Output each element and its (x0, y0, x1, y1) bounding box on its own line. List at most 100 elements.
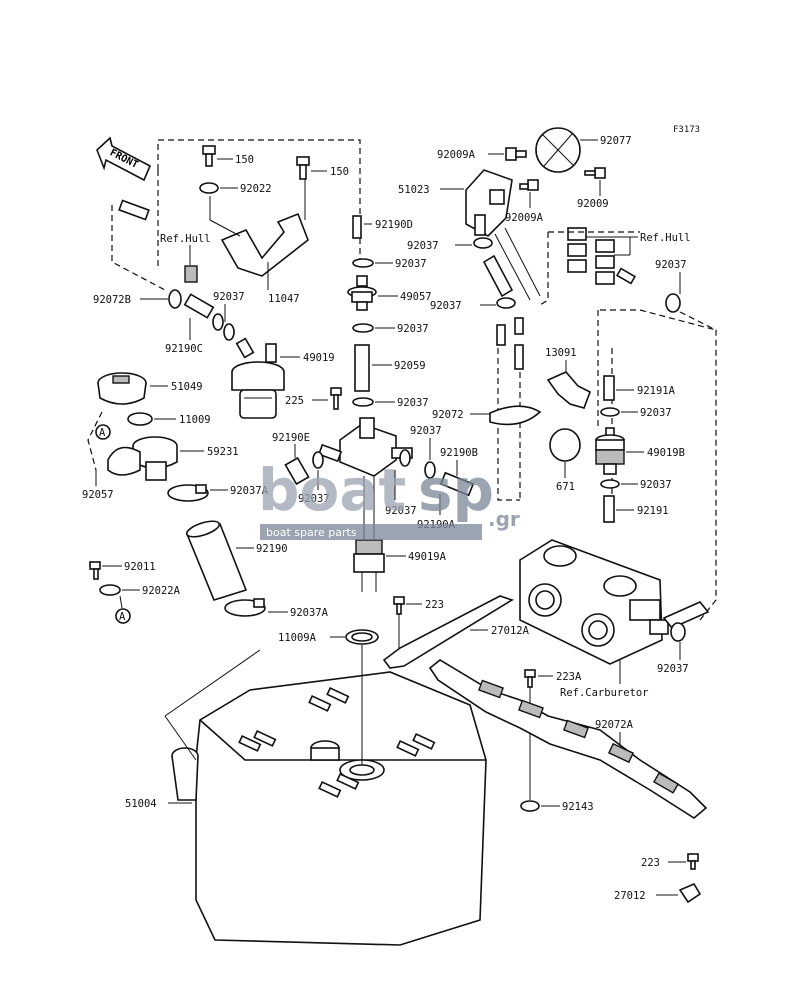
clamp-92037-m6 (424, 461, 436, 479)
label-92037-left: 92037 (213, 291, 245, 303)
bracket-11047 (220, 212, 309, 277)
hose-92190E (284, 456, 310, 486)
fuel-pump-51023 (465, 169, 513, 237)
label-223: 223 (425, 599, 444, 611)
label-671: 671 (556, 481, 575, 493)
label-92072B: 92072B (93, 294, 131, 306)
bracket-13091 (546, 371, 592, 409)
label-92037-m3: 92037 (397, 397, 429, 409)
label-92037-r5: 92037 (640, 479, 672, 491)
label-92011: 92011 (124, 561, 156, 573)
svg-text:A: A (119, 611, 126, 623)
hose-92190B (439, 471, 475, 497)
label-27012A: 27012A (491, 625, 530, 637)
hose-stub-top-left (118, 199, 150, 221)
label-92077: 92077 (600, 135, 632, 147)
label-49057: 49057 (400, 291, 432, 303)
seal-11009 (127, 412, 153, 426)
label-49019A: 49019A (408, 551, 447, 563)
label-92037-r1: 92037 (407, 240, 439, 252)
label-92190B: 92190B (440, 447, 478, 459)
washer-92143 (520, 800, 540, 812)
band-92072 (489, 405, 542, 426)
clamp-92037-m1 (352, 258, 374, 268)
label-11009A: 11009A (278, 632, 317, 644)
label-51004: 51004 (125, 798, 157, 810)
label-150-b: 150 (330, 166, 349, 178)
protector-92072A (428, 659, 708, 819)
label-27012: 27012 (614, 890, 646, 902)
label-92190E: 92190E (272, 432, 310, 444)
screw-225 (330, 387, 342, 410)
watermark-brand2: sp (418, 456, 494, 524)
fuel-filter-49019 (231, 337, 285, 419)
label-92072A: 92072A (595, 719, 634, 731)
label-92037-r4: 92037 (640, 407, 672, 419)
screw-223A (524, 669, 536, 688)
carburetor-assembly (519, 539, 669, 665)
clamp-92037-m2 (352, 323, 374, 333)
label-92037-r2: 92037 (430, 300, 462, 312)
hose-92059 (354, 344, 370, 392)
ref-carburetor: Ref.Carburetor (560, 687, 649, 699)
clamp-92037-r3 (665, 293, 681, 313)
label-92191: 92191 (637, 505, 669, 517)
label-51023: 51023 (398, 184, 430, 196)
label-92037A-1: 92037A (230, 485, 269, 497)
hose-92191A (603, 375, 615, 401)
dashed-frame-top (157, 139, 361, 260)
label-13091: 13091 (545, 347, 577, 359)
label-92022A: 92022A (142, 585, 181, 597)
watermark-tagline: boat spare parts (266, 526, 357, 539)
label-51049: 51049 (171, 381, 203, 393)
check-valve-49057 (347, 275, 377, 311)
clip-27012 (678, 882, 702, 904)
ref-marker-a-bottom (115, 608, 131, 624)
label-92190: 92190 (256, 543, 288, 555)
bolt-92009A-lower (519, 179, 539, 191)
label-92190C: 92190C (165, 343, 203, 355)
clamp-92072B (168, 289, 182, 309)
label-223-b: 223 (641, 857, 660, 869)
svg-text:A: A (99, 427, 106, 439)
washer-92022 (199, 182, 219, 194)
hose-92190D (352, 215, 362, 239)
screw-92011 (89, 561, 101, 580)
label-92037-m6: 92037 (410, 425, 442, 437)
clamp-92037-m3 (352, 397, 374, 407)
label-92037A-2: 92037A (290, 607, 329, 619)
label-59231: 59231 (207, 446, 239, 458)
figure-code: F3173 (673, 125, 700, 135)
label-92037-m2: 92037 (397, 323, 429, 335)
label-92009A-2: 92009A (505, 212, 544, 224)
ref-hull-right: Ref.Hull (640, 232, 691, 244)
screw-223 (393, 596, 405, 615)
label-92190D: 92190D (375, 219, 413, 231)
hose-92191 (603, 495, 615, 523)
bolt-92009A-top (505, 147, 527, 161)
watermark-logo: boat sp .gr boat spare parts (258, 456, 520, 540)
bolt-150-right (296, 156, 310, 180)
clamp-92037-m4 (312, 451, 324, 469)
hose-pump-outlet (482, 254, 514, 298)
fuel-cap-51049 (97, 372, 147, 405)
fuel-filter-49019B (595, 427, 625, 475)
screw-223-bottom (687, 853, 699, 870)
watermark-brand: boat (258, 456, 406, 524)
label-92191A: 92191A (637, 385, 676, 397)
clamp-92037-r6 (670, 622, 686, 642)
label-92143: 92143 (562, 801, 594, 813)
clamp-92037-m5 (399, 449, 411, 467)
label-49019: 49019 (303, 352, 335, 364)
hose-92190C (183, 293, 215, 319)
clamp-92037-r1 (473, 237, 493, 249)
label-92037-m5: 92037 (385, 505, 417, 517)
strap-27012A (382, 595, 514, 669)
label-92072: 92072 (432, 409, 464, 421)
label-92037-r3: 92037 (655, 259, 687, 271)
oring-671 (549, 428, 581, 462)
filler-neck-59231 (107, 436, 178, 481)
label-225: 225 (285, 395, 304, 407)
label-150-a: 150 (235, 154, 254, 166)
